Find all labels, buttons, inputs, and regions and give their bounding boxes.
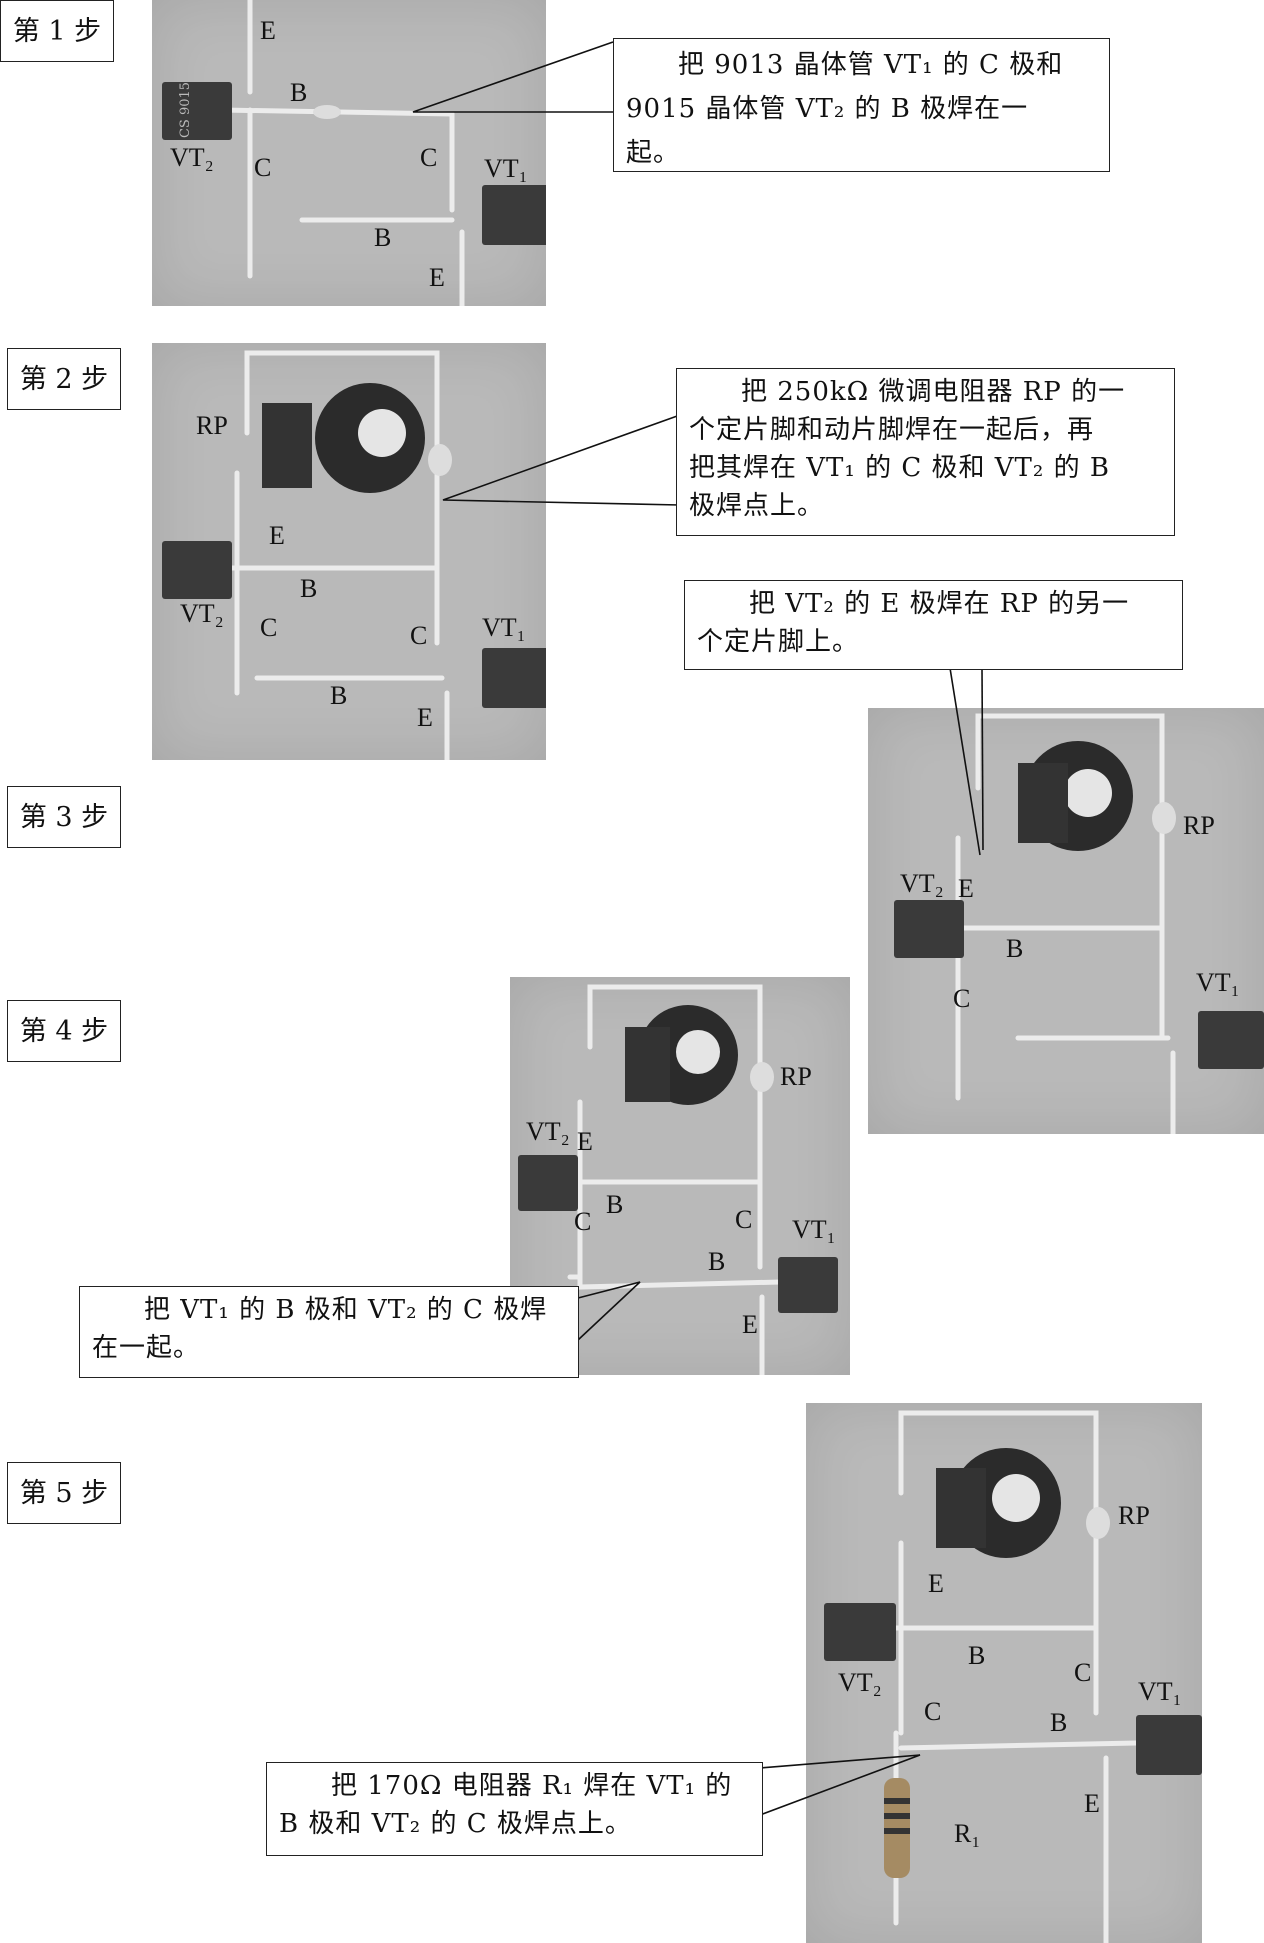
label-RP: RP <box>196 411 228 440</box>
label-B: B <box>968 1641 986 1670</box>
label-B: B <box>708 1247 726 1276</box>
callout-line: 把 VT₁ 的 B 极和 VT₂ 的 C 极焊 <box>144 1295 548 1325</box>
label-E: E <box>417 703 433 732</box>
label-E: E <box>742 1310 758 1339</box>
label-RP: RP <box>1183 811 1215 840</box>
label-E: E <box>928 1569 944 1598</box>
step-4-callout: 把 VT₁ 的 B 极和 VT₂ 的 C 极焊 在一起。 <box>79 1286 579 1378</box>
step-5-label: 第 5 步 <box>7 1462 121 1524</box>
callout-line: 把 250kΩ 微调电阻器 RP 的一 <box>741 377 1126 407</box>
label-E: E <box>958 874 974 903</box>
step-1-callout: 把 9013 晶体管 VT₁ 的 C 极和 9015 晶体管 VT₂ 的 B 极… <box>613 38 1110 172</box>
label-E: E <box>577 1127 593 1156</box>
label-VT2: VT₂ <box>180 599 224 628</box>
callout-line: 把 170Ω 电阻器 R₁ 焊在 VT₁ 的 <box>331 1771 733 1801</box>
step-5-circuit-drawing <box>824 1410 1202 1943</box>
label-VT2: VT₂ <box>900 869 944 898</box>
label-VT2: VT₂ <box>526 1117 570 1146</box>
callout-line: 个定片脚和动片脚焊在一起后，再 <box>689 415 1095 445</box>
label-B: B <box>290 78 308 107</box>
step-1-circuit-drawing: CS 9015 <box>162 0 546 306</box>
label-R1: R₁ <box>954 1819 981 1848</box>
step-2-label: 第 2 步 <box>7 348 121 410</box>
callout-line: 9015 晶体管 VT₂ 的 B 极焊在一 <box>626 94 1029 124</box>
step-1-label: 第 1 步 <box>0 0 114 62</box>
label-VT1: VT₁ <box>1138 1677 1182 1706</box>
label-B: B <box>374 223 392 252</box>
label-B: B <box>300 574 318 603</box>
label-C: C <box>735 1205 753 1234</box>
label-VT1: VT₁ <box>484 154 528 183</box>
callout-line: B 极和 VT₂ 的 C 极焊点上。 <box>279 1809 632 1839</box>
callout-line: 把其焊在 VT₁ 的 C 极和 VT₂ 的 B <box>689 453 1110 483</box>
label-C: C <box>1074 1658 1092 1687</box>
label-E: E <box>260 16 276 45</box>
label-C: C <box>420 143 438 172</box>
label-C: C <box>260 613 278 642</box>
label-VT1: VT₁ <box>482 613 526 642</box>
step-2-circuit-drawing <box>162 350 546 760</box>
step-3-callout: 把 VT₂ 的 E 极焊在 RP 的另一 个定片脚上。 <box>684 580 1183 670</box>
label-E: E <box>269 521 285 550</box>
label-E: E <box>429 263 445 292</box>
callout-line: 个定片脚上。 <box>697 627 860 657</box>
step-4-circuit-drawing <box>518 984 838 1375</box>
step-3-circuit-drawing <box>894 713 1264 1134</box>
step-2-photo: RP E B VT₂ C C VT₁ B E <box>152 343 546 760</box>
label-VT1: VT₁ <box>1196 968 1240 997</box>
step-2-callout: 把 250kΩ 微调电阻器 RP 的一 个定片脚和动片脚焊在一起后，再 把其焊在… <box>676 368 1175 536</box>
label-C: C <box>953 984 971 1013</box>
callout-line: 把 VT₂ 的 E 极焊在 RP 的另一 <box>749 589 1130 619</box>
label-VT2: VT₂ <box>838 1668 882 1697</box>
step-3-photo: RP VT₂ E B VT₁ C <box>868 708 1264 1134</box>
callout-line: 起。 <box>626 138 681 168</box>
label-E: E <box>1084 1789 1100 1818</box>
step-3-label: 第 3 步 <box>7 786 121 848</box>
label-VT2: VT₂ <box>170 143 214 172</box>
label-B: B <box>1050 1708 1068 1737</box>
step-1-photo: CS 9015 E B VT₂ C C VT₁ B E <box>152 0 546 306</box>
label-VT1: VT₁ <box>792 1215 836 1244</box>
label-B: B <box>1006 934 1024 963</box>
svg-text:CS 9015: CS 9015 <box>178 82 193 138</box>
label-B: B <box>330 681 348 710</box>
step-5-callout: 把 170Ω 电阻器 R₁ 焊在 VT₁ 的 B 极和 VT₂ 的 C 极焊点上… <box>266 1762 763 1856</box>
callout-line: 极焊点上。 <box>689 491 825 521</box>
label-C: C <box>410 621 428 650</box>
label-C: C <box>574 1207 592 1236</box>
callout-line: 在一起。 <box>92 1333 201 1363</box>
label-RP: RP <box>1118 1501 1150 1530</box>
label-C: C <box>924 1697 942 1726</box>
step-4-label: 第 4 步 <box>7 1000 121 1062</box>
label-C: C <box>254 153 272 182</box>
step-5-photo: RP E B VT₂ C C VT₁ B E R₁ <box>806 1403 1202 1943</box>
callout-line: 把 9013 晶体管 VT₁ 的 C 极和 <box>678 50 1064 80</box>
label-RP: RP <box>780 1062 812 1091</box>
label-B: B <box>606 1190 624 1219</box>
